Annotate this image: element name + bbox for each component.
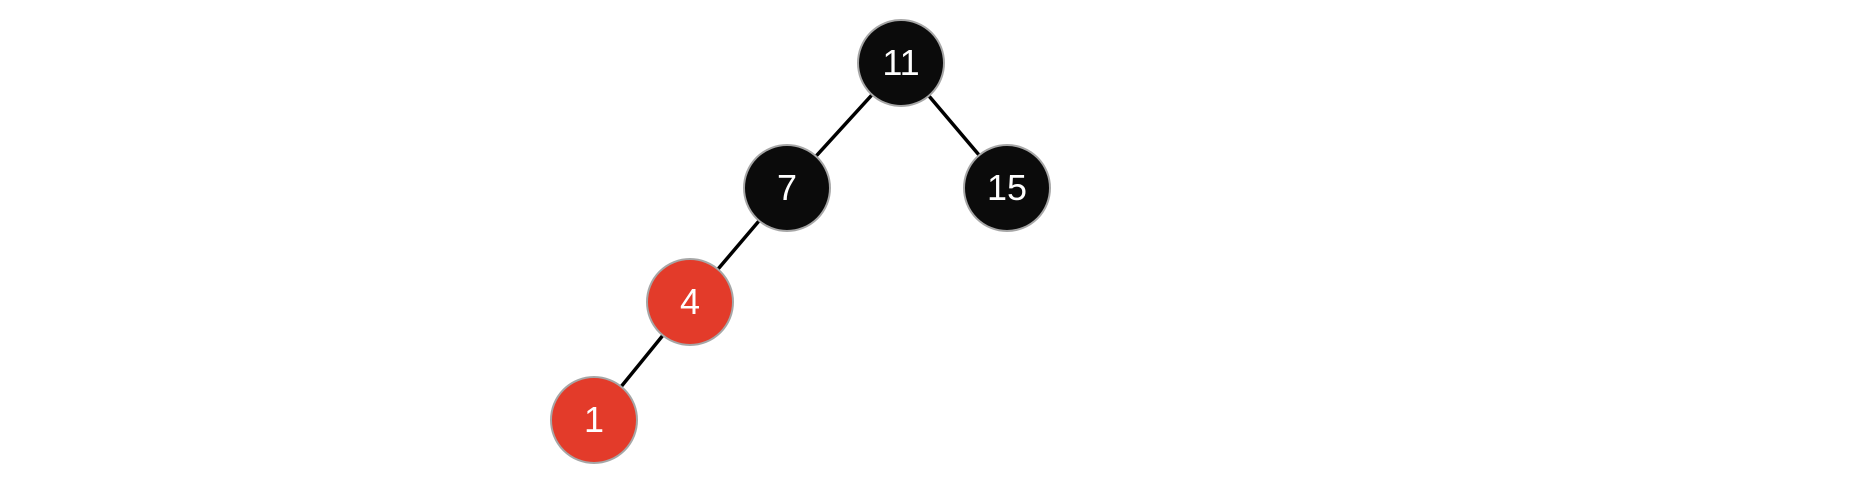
tree-node-15[interactable]: 15 <box>963 144 1051 232</box>
node-label: 11 <box>882 42 920 83</box>
tree-node-7[interactable]: 7 <box>743 144 831 232</box>
node-label: 7 <box>776 167 798 208</box>
tree-node-4[interactable]: 4 <box>646 258 734 346</box>
node-label: 1 <box>583 399 605 440</box>
node-label: 4 <box>679 281 701 322</box>
tree-node-1[interactable]: 1 <box>550 376 638 464</box>
node-label: 15 <box>986 167 1028 208</box>
tree-node-11[interactable]: 11 <box>857 19 945 107</box>
